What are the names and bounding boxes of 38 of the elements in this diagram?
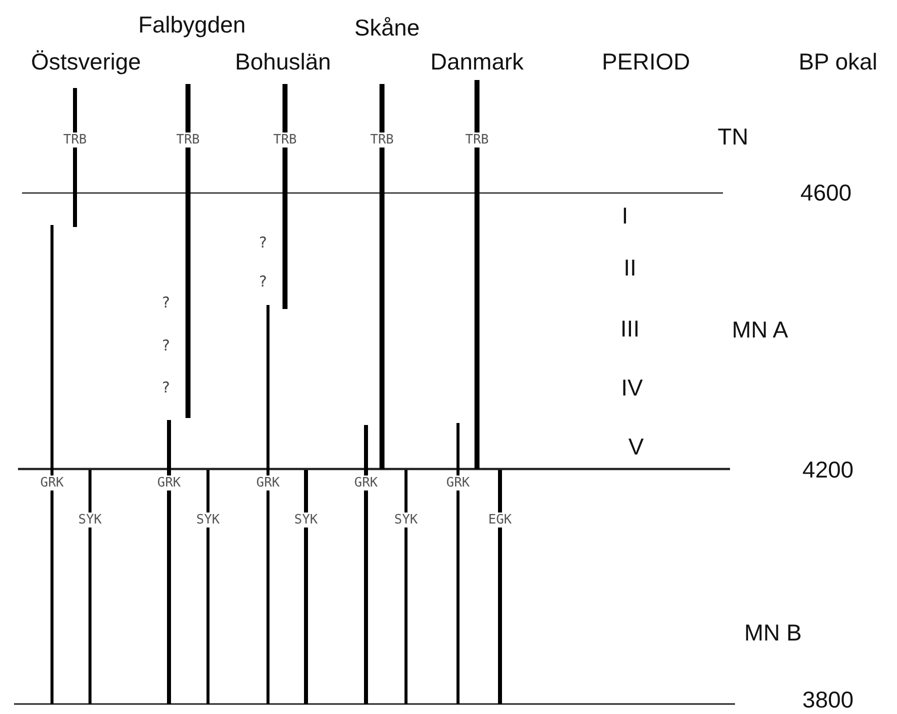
phase-number: I: [622, 204, 628, 228]
culture-label: GRK: [446, 476, 470, 490]
culture-label: GRK: [40, 476, 64, 490]
region-name: Bohuslän: [235, 50, 331, 74]
culture-label: TRB: [63, 132, 87, 148]
period-label: MN B: [744, 622, 802, 644]
culture-label: SYK: [196, 512, 220, 528]
region-name: Östsverige: [31, 50, 141, 74]
period-label: MN A: [732, 318, 788, 342]
year-label: 3800: [802, 688, 854, 712]
culture-label: TRB: [370, 132, 394, 148]
culture-label: EGK: [488, 512, 512, 528]
region-name: Danmark: [430, 50, 524, 74]
culture-label: TRB: [273, 132, 297, 148]
phase-number: V: [628, 436, 644, 458]
region-name: Skåne: [354, 16, 420, 40]
region-name: Falbygden: [138, 14, 246, 36]
year-label: 4600: [800, 182, 852, 204]
culture-label: SYK: [294, 512, 318, 528]
period-label: TN: [718, 126, 748, 148]
column-heading: PERIOD: [602, 50, 690, 74]
culture-label: TRB: [176, 132, 200, 148]
uncertainty-mark: ?: [162, 380, 170, 396]
culture-label: GRK: [157, 476, 181, 490]
uncertainty-mark: ?: [259, 274, 267, 290]
year-label: 4200: [802, 458, 854, 482]
culture-label: GRK: [354, 476, 378, 490]
phase-number: III: [620, 318, 640, 340]
culture-label: TRB: [465, 132, 489, 148]
phase-number: II: [624, 256, 636, 280]
culture-label: SYK: [78, 512, 102, 528]
uncertainty-mark: ?: [162, 296, 170, 310]
phase-number: IV: [621, 376, 643, 400]
column-heading: BP okal: [798, 50, 878, 74]
culture-label: GRK: [256, 476, 280, 490]
uncertainty-mark: ?: [259, 236, 267, 250]
uncertainty-mark: ?: [162, 338, 170, 354]
culture-label: SYK: [394, 512, 418, 528]
